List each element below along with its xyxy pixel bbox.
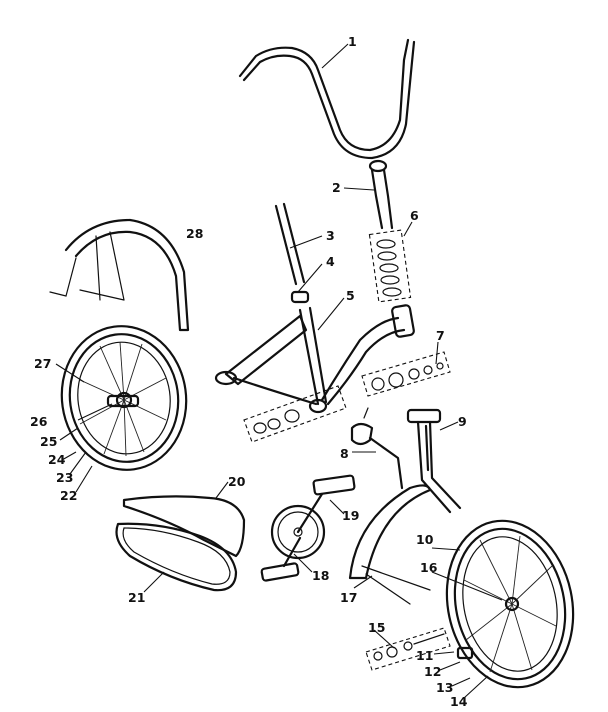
callout-19: 19 xyxy=(342,508,359,523)
handlebar xyxy=(238,38,416,160)
callout-24: 24 xyxy=(48,452,66,467)
stem xyxy=(368,159,394,230)
chain-guard xyxy=(122,495,246,558)
callout-3: 3 xyxy=(326,228,335,243)
callout-12: 12 xyxy=(424,664,441,679)
callout-25: 25 xyxy=(40,434,57,449)
callout-17: 17 xyxy=(340,590,357,605)
front-wheel xyxy=(445,519,575,689)
callout-1: 1 xyxy=(348,34,357,49)
callout-28: 28 xyxy=(186,226,203,241)
callout-4: 4 xyxy=(326,254,335,269)
pedal xyxy=(312,474,356,496)
callout-26: 26 xyxy=(30,414,48,429)
callout-14: 14 xyxy=(450,694,468,709)
callout-7: 7 xyxy=(436,328,445,343)
front-axle-parts xyxy=(365,627,451,671)
callout-23: 23 xyxy=(56,470,73,485)
fork-bearings xyxy=(361,351,451,397)
leader-lines xyxy=(55,43,503,699)
callout-2: 2 xyxy=(332,180,341,195)
front-fender xyxy=(348,484,432,605)
callout-27: 27 xyxy=(34,356,51,371)
callout-16: 16 xyxy=(420,560,438,575)
callout-labels: 1 2 3 4 5 6 7 8 9 10 11 12 13 14 15 16 1… xyxy=(30,34,468,709)
callout-11: 11 xyxy=(416,648,433,663)
callout-10: 10 xyxy=(416,532,434,547)
callout-8: 8 xyxy=(340,446,349,461)
seat-clamp xyxy=(290,290,310,304)
callout-5: 5 xyxy=(346,288,355,303)
callout-20: 20 xyxy=(228,474,246,489)
rear-fender xyxy=(49,218,190,332)
callout-9: 9 xyxy=(458,414,467,429)
callout-13: 13 xyxy=(436,680,453,695)
callout-15: 15 xyxy=(368,620,385,635)
callout-22: 22 xyxy=(60,488,77,503)
callout-6: 6 xyxy=(410,208,419,223)
bottom-bracket-parts xyxy=(243,385,347,443)
brake-lever xyxy=(350,407,404,490)
frame xyxy=(214,304,415,414)
callout-21: 21 xyxy=(128,590,145,605)
crankset xyxy=(260,492,326,582)
fork xyxy=(406,408,462,514)
callout-18: 18 xyxy=(312,568,329,583)
seat-post xyxy=(274,202,306,286)
rear-wheel xyxy=(60,325,188,471)
headset-bearings xyxy=(368,229,412,303)
chain xyxy=(115,522,238,592)
